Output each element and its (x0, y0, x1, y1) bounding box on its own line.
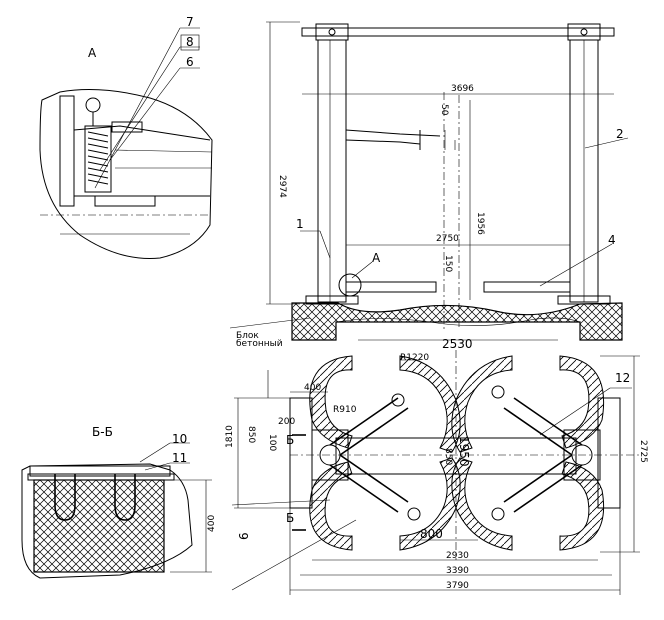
concrete-label-1: Блок (236, 331, 259, 341)
callout-11: 11 (172, 451, 187, 465)
callout-7: 7 (186, 15, 194, 29)
dim-1810: 1810 (225, 425, 235, 448)
callout-8: 8 (186, 35, 194, 49)
column-plate (59, 95, 75, 207)
lowered-arm-right (483, 281, 571, 293)
raised-arm (345, 129, 441, 145)
dim-150: 150 (443, 255, 453, 272)
dim-50: 50 (439, 104, 449, 116)
section-bb-title: Б-Б (92, 425, 113, 439)
scale-mark-6: 6 (237, 532, 251, 540)
section-bb-outline (21, 463, 193, 579)
section-mark-b-bottom: Б (286, 511, 294, 525)
dim-3696: 3696 (451, 84, 474, 94)
dim-r910: R910 (333, 405, 357, 415)
callout-10: 10 (172, 432, 187, 446)
dim-1950: 1950 (457, 436, 471, 467)
lock-knob (85, 97, 101, 113)
dim-1956: 1956 (475, 212, 485, 235)
dim-200: 200 (278, 417, 295, 427)
detail-a-outline (39, 89, 213, 259)
dim-2530: 2530 (442, 337, 473, 351)
dim-2930: 2930 (446, 551, 469, 561)
spring (87, 131, 109, 185)
dim-2725: 2725 (638, 440, 648, 463)
dim-850-mid: 850 (443, 448, 453, 465)
detail-mark-a: А (372, 251, 381, 265)
dim-r1220: R1220 (400, 353, 429, 363)
callout-12: 12 (615, 371, 630, 385)
callout-6: 6 (186, 55, 194, 69)
front-view: 2974 3696 50 1956 2750 150 2530 1 2 4 А … (229, 21, 629, 351)
lowered-arm-left (345, 281, 437, 293)
dim-100: 100 (267, 434, 277, 451)
left-base-plate (289, 397, 313, 509)
dim-400: 400 (304, 383, 321, 393)
plan-view: R1220 R910 400 850 200 100 1810 850 1950… (225, 350, 648, 595)
concrete-foundation (291, 302, 623, 341)
arm-ul (329, 397, 409, 456)
concrete-block (33, 479, 165, 573)
left-column (317, 39, 347, 303)
right-base-plate (597, 397, 621, 509)
arm-ll (329, 454, 409, 513)
dim-2974: 2974 (277, 175, 287, 198)
dim-800: 800 (420, 527, 443, 541)
section-mark-b-top: Б (286, 433, 294, 447)
dim-bb-400: 400 (207, 515, 217, 532)
dim-3390: 3390 (446, 566, 469, 576)
detail-a-view: А 7 8 6 (39, 15, 213, 259)
dim-850-left: 850 (246, 426, 256, 443)
section-bb-view: Б-Б 10 11 400 (21, 425, 217, 579)
arm-ur (503, 397, 583, 456)
top-beam (301, 27, 615, 37)
dim-3790: 3790 (446, 581, 469, 591)
callout-2: 2 (616, 127, 624, 141)
callout-1: 1 (296, 217, 304, 231)
detail-a-title: А (88, 46, 97, 60)
callout-4: 4 (608, 233, 616, 247)
concrete-label-2: бетонный (236, 339, 283, 349)
arm-lr (503, 454, 583, 513)
dim-2750: 2750 (436, 234, 459, 244)
